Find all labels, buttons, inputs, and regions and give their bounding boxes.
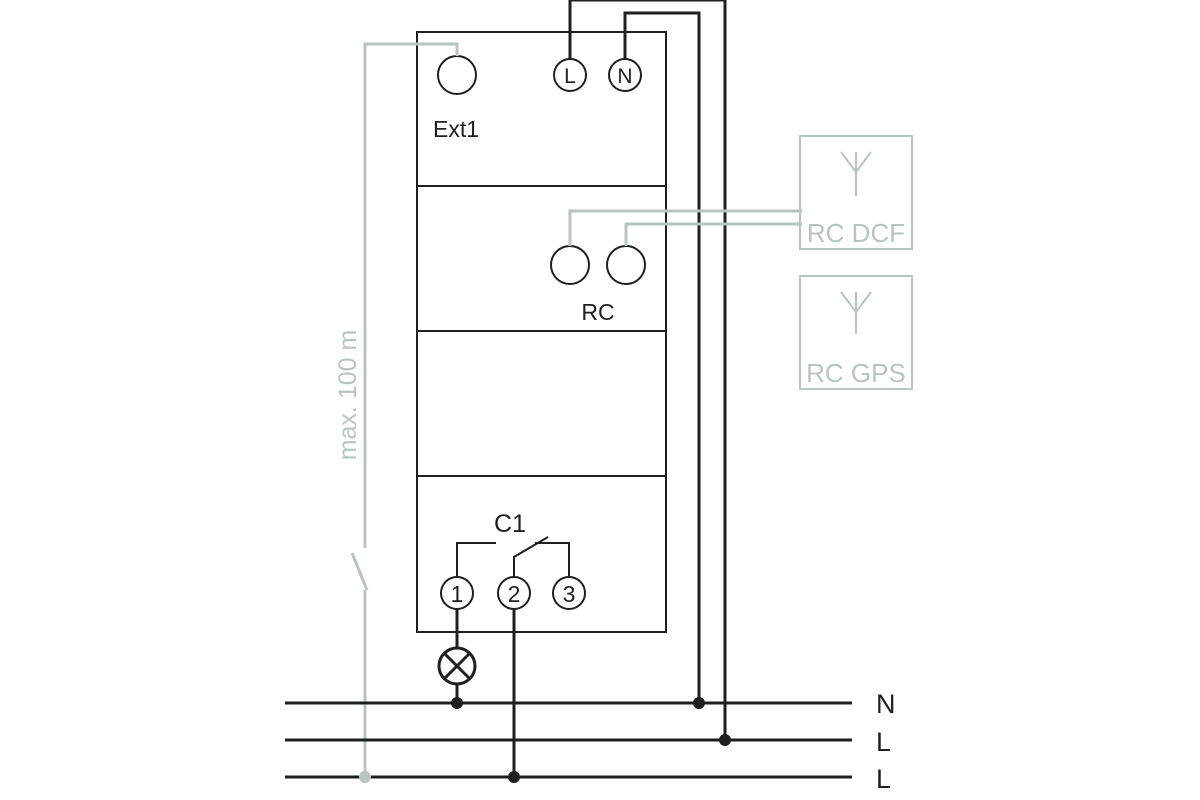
ext1-label: Ext1 xyxy=(433,116,479,142)
junction-dot xyxy=(693,697,705,709)
rc-terminal-b xyxy=(606,245,646,285)
rc-gps-label: RC GPS xyxy=(806,358,906,388)
rc-module: RC xyxy=(550,245,646,325)
rc-wire-b xyxy=(624,222,802,246)
lamp-icon xyxy=(437,646,477,686)
l-supply-wire xyxy=(568,0,727,740)
antenna-rc-dcf: RC DCF xyxy=(799,135,913,250)
rc-terminal-a xyxy=(550,245,590,285)
rc-label: RC xyxy=(581,299,614,325)
supply-wires xyxy=(568,0,727,740)
rc-wire-a xyxy=(568,209,802,246)
terminal-3 xyxy=(552,576,586,610)
rail-l2-label: L xyxy=(876,764,891,794)
top-module: Ext1 L N xyxy=(433,55,642,142)
antenna-icon xyxy=(840,151,872,196)
terminal-2-label: 2 xyxy=(508,581,521,607)
junction-dot xyxy=(451,697,463,709)
load-wiring xyxy=(455,609,516,777)
rc-dcf-box xyxy=(799,135,913,250)
n-supply-wire xyxy=(623,11,701,703)
rc-dcf-label: RC DCF xyxy=(807,218,905,248)
junction-dot xyxy=(719,734,731,746)
ext1-terminal xyxy=(437,55,477,95)
supply-rails xyxy=(285,701,852,779)
n-terminal-label: N xyxy=(617,65,632,88)
terminal-3-label: 3 xyxy=(563,581,576,607)
cable-length-label: max. 100 m xyxy=(334,330,362,461)
relay-module: C1 1 2 3 xyxy=(440,510,586,610)
antenna-icon xyxy=(840,291,872,334)
junction-dots xyxy=(359,697,731,783)
rail-n-label: N xyxy=(876,689,896,719)
antenna-rc-gps: RC GPS xyxy=(799,275,913,390)
device-housing xyxy=(416,31,667,633)
l-terminal-label: L xyxy=(564,65,576,88)
rail-l1-label: L xyxy=(876,727,891,757)
c1-contact-symbol xyxy=(456,536,570,577)
rc-antenna-wires xyxy=(568,209,802,246)
rc-gps-box xyxy=(799,275,913,390)
c1-label: C1 xyxy=(494,510,526,538)
terminal-1-label: 1 xyxy=(451,581,464,607)
ext1-wire-upper xyxy=(363,42,459,548)
ext1-cable xyxy=(350,42,459,778)
junction-dot xyxy=(508,771,520,783)
junction-dot xyxy=(359,771,371,783)
external-switch-contact xyxy=(350,552,369,591)
